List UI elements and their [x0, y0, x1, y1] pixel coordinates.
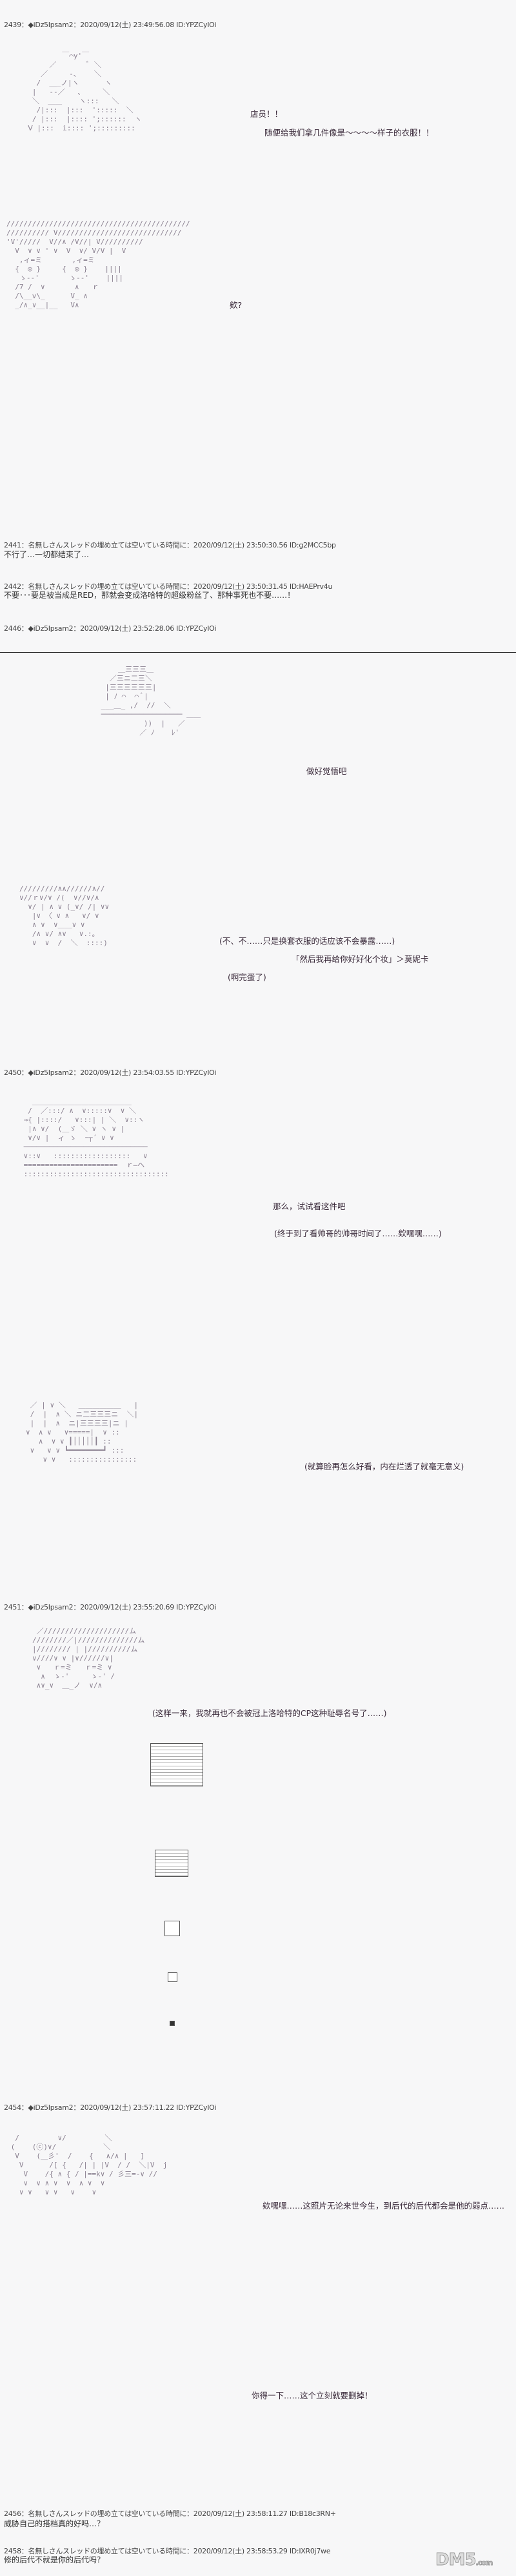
- dialogue-line: 「然后我再给你好好化个妆」＞莫妮卡: [292, 954, 429, 964]
- post-body-2442: 不要･･･要是被当成是RED，那就会变成洛哈特的超级粉丝了、那种事死也不要……！: [4, 591, 295, 600]
- ascii-art-face: ////////////////////////////////////////…: [6, 220, 190, 309]
- dialogue-line: 那么，试试看这件吧: [273, 1201, 346, 1211]
- post-header-2441: 2441：名無しさんスレッドの埋め立ては空いている時間に：2020/09/12(…: [4, 541, 336, 549]
- post-body-2458: 修的后代不就是你的后代吗？: [4, 2555, 105, 2564]
- dialogue-line: 欸嘿嘿……这照片无论来世今生，到后代的后代都会是他的弱点……: [263, 2201, 505, 2211]
- post-header-2439: 2439：◆iDz5Ipsam2：2020/09/12(土) 23:49:56.…: [4, 21, 217, 29]
- post-body-2441: 不行了…一切都结束了…: [4, 550, 90, 559]
- dialogue-line: 做好觉悟吧: [306, 766, 347, 776]
- watermark-logo: DM5.com: [435, 2550, 493, 2570]
- ascii-art-figure: ＿三三三＿ ／三ニ二三＼ |三三三三三三| | ﾉ ⌒ ⌒ ﾞ| ___＿_ ,…: [101, 665, 201, 737]
- dialogue-line: 随便给我们拿几件像是～～～～样子的衣服！！: [264, 128, 434, 138]
- divider: [0, 652, 516, 653]
- ascii-art-shop: ￣⌒y'￣ ／ ﾞ ＼ ／ -､ ＼ / ＿_ノ|ヽ ヽ | --／ ､ ＼ ＼…: [28, 52, 142, 132]
- ascii-art-mirror: ／ | ∨ ＼ ＿＿＿＿＿＿ | / | ∧ ＼ ニ二三三三ニ ＼| | | ∧…: [26, 1401, 139, 1464]
- post-header-2451: 2451：◆iDz5Ipsam2：2020/09/12(土) 23:55:20.…: [4, 1603, 217, 1611]
- ascii-art-store-scene: ＿＿＿＿＿＿＿＿＿＿＿＿＿＿ / ／:::/ ∧ ∨:::::∨ ∨ ＼ →{ …: [23, 1098, 169, 1178]
- dialogue-line: 欸?: [230, 300, 243, 310]
- ascii-art-pair: / ∨/ ＼ ( (ⓒ)∨/ ＼ V (＿彡' / { ∧/∧ | ] V /[…: [10, 2134, 168, 2196]
- photo-frame-large: [150, 1743, 203, 1786]
- dialogue-line: 你得一下……这个立刻就要删掉！: [252, 2391, 373, 2400]
- post-header-2456: 2456：名無しさんスレッドの埋め立ては空いている時間に：2020/09/12(…: [4, 2510, 336, 2518]
- post-header-2450: 2450：◆iDz5Ipsam2：2020/09/12(土) 23:54:03.…: [4, 1068, 217, 1077]
- photo-frame-medium: [155, 1850, 188, 1877]
- watermark-suffix: .com: [475, 2559, 493, 2568]
- dialogue-line: (不、不……只是换套衣服的话应该不会暴露……): [219, 936, 395, 946]
- post-header-2454: 2454：◆iDz5Ipsam2：2020/09/12(土) 23:57:11.…: [4, 2103, 217, 2112]
- photo-frame-dot: [170, 2021, 175, 2026]
- post-header-2442: 2442：名無しさんスレッドの埋め立ては空いている時間に：2020/09/12(…: [4, 582, 333, 591]
- watermark-logo-text: DM5: [435, 2550, 477, 2570]
- ascii-art-girl: /////////∧∧//////∧// ∨//ｒ∨/∨ /( ∨//∨/∧ ∨…: [19, 884, 110, 947]
- dialogue-line: (就算脸再怎么好看，内在烂透了就毫无意义): [304, 1462, 464, 1471]
- dialogue-line: 店员！！: [250, 109, 283, 119]
- photo-frame-small: [164, 1921, 180, 1936]
- post-body-2456: 威胁自己的搭档真的好吗…？: [4, 2519, 105, 2528]
- ascii-art-boy: ／////////////////////ム ////////／|///////…: [32, 1627, 145, 1690]
- dialogue-line: (啊完蛋了): [228, 972, 266, 982]
- dialogue-line: (终于到了看帅哥的帅哥时间了……欸嘿嘿……): [274, 1229, 442, 1238]
- post-header-2446: 2446：◆iDz5Ipsam2：2020/09/12(土) 23:52:28.…: [4, 624, 217, 633]
- dialogue-line: (这样一来，我就再也不会被冠上洛哈特的CP这种耻辱名号了……): [152, 1708, 387, 1718]
- post-header-2458: 2458：名無しさんスレッドの埋め立ては空いている時間に：2020/09/12(…: [4, 2547, 331, 2555]
- photo-frame-tiny: [168, 1972, 177, 1982]
